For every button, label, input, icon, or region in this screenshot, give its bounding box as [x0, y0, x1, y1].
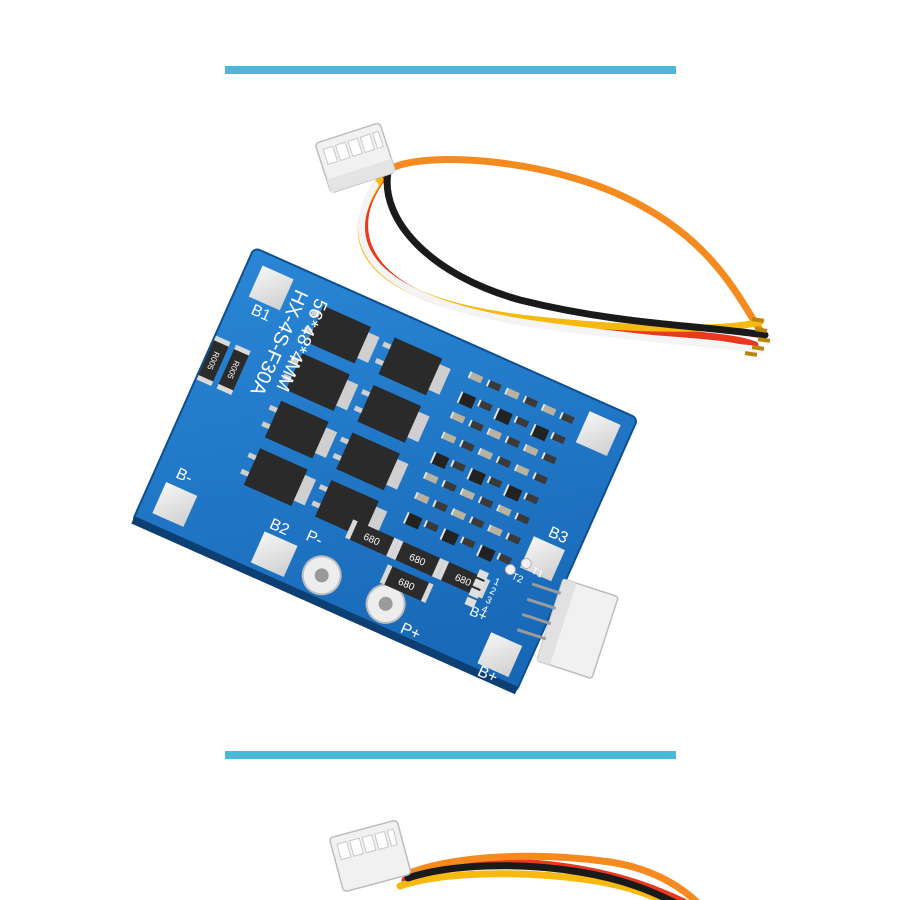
jst-connector-top [315, 122, 396, 194]
smd-part [459, 488, 476, 501]
mosfet [282, 353, 359, 411]
smd-part [423, 520, 439, 533]
smd-part [487, 524, 503, 537]
smd-part [486, 427, 502, 440]
mosfet [303, 305, 380, 364]
smd-part [468, 516, 485, 529]
smd-components [403, 371, 575, 565]
smd-part [459, 439, 475, 452]
mounting-holes [301, 555, 406, 624]
smd-part [495, 455, 512, 469]
smd-part [477, 399, 493, 412]
smd-part [485, 379, 502, 392]
smd-part [459, 536, 476, 549]
pad-b2 [250, 531, 298, 578]
smd-part [514, 512, 530, 525]
smd-part [513, 415, 530, 428]
wire-black [383, 168, 769, 339]
smd-part [505, 532, 522, 545]
smd-part [403, 511, 423, 530]
wire-harness-bottom [329, 820, 700, 900]
shunt-resistors: 680 680 680 680 [345, 519, 491, 603]
mosfet [374, 337, 451, 396]
smd-part [429, 451, 450, 470]
smd-part [486, 476, 503, 489]
test-points [504, 558, 532, 576]
smd-part [432, 499, 448, 513]
mosfet [240, 448, 317, 506]
smd-part [477, 496, 494, 509]
smd-part [467, 371, 484, 384]
smd-part [496, 552, 513, 565]
jst-connector-loose [516, 578, 619, 679]
smd-part [441, 479, 457, 492]
label-b-minus: B- [173, 465, 195, 487]
smd-part [440, 431, 457, 444]
solder-pads [152, 265, 621, 678]
smd-part [468, 419, 484, 432]
mosfet-array [240, 305, 451, 538]
smd-part [502, 484, 523, 502]
smd-part [523, 492, 539, 505]
label-b2: B2 [267, 516, 292, 540]
label-t2: T2 [510, 571, 526, 586]
accent-bar-bottom [225, 751, 676, 759]
pad-b3 [520, 536, 565, 582]
accent-bar-top [225, 66, 676, 74]
smd-part [439, 528, 460, 546]
smd-part [450, 459, 466, 472]
smd-part [522, 395, 539, 408]
smd-part [550, 432, 566, 445]
mosfet [332, 432, 409, 491]
smd-part [504, 387, 520, 400]
label-pin3: 3 [484, 595, 494, 607]
header-pads [464, 569, 490, 608]
smd-part [504, 435, 521, 448]
wire-harness-top [315, 122, 771, 357]
label-b1: B1 [248, 302, 273, 326]
label-pin4: 4 [480, 604, 490, 616]
smd-part [422, 471, 439, 484]
wire-orange [388, 156, 764, 334]
pad-b1 [248, 265, 294, 311]
smd-part [496, 504, 512, 517]
label-p-plus: P+ [398, 620, 423, 644]
mosfet [261, 400, 338, 459]
label-pin1: 1 [492, 576, 502, 588]
smd-part [476, 544, 496, 562]
label-b3: B3 [546, 524, 571, 548]
wire-white [358, 181, 764, 354]
smd-part [532, 472, 548, 485]
smd-part [522, 443, 539, 457]
pcb-board: 680 680 680 680 [131, 248, 637, 695]
smd-part [493, 407, 513, 426]
smd-part [477, 447, 494, 460]
pad-b-plus [477, 632, 523, 678]
smd-part [449, 411, 466, 424]
smd-part [456, 391, 477, 409]
smd-part [513, 464, 530, 477]
label-b-plus: B+ [475, 663, 500, 687]
smd-part [414, 491, 430, 504]
pad-b3-top [575, 411, 621, 457]
smd-part [540, 403, 557, 416]
label-p-minus: P- [303, 528, 325, 550]
smd-part [466, 467, 486, 486]
label-pin2: 2 [488, 586, 498, 598]
smd-part [559, 411, 575, 425]
smd-part [450, 508, 467, 521]
pad-b-minus [152, 482, 198, 527]
smd-part [529, 423, 550, 442]
smd-part [541, 452, 557, 465]
jst-connector-bottom [329, 820, 412, 892]
mosfet [353, 385, 430, 443]
sense-resistors: R005 R005 [196, 335, 251, 395]
label-b-plus-small: B+ [467, 603, 490, 625]
wire-tips [744, 317, 771, 357]
label-t1: T1 [529, 566, 545, 581]
